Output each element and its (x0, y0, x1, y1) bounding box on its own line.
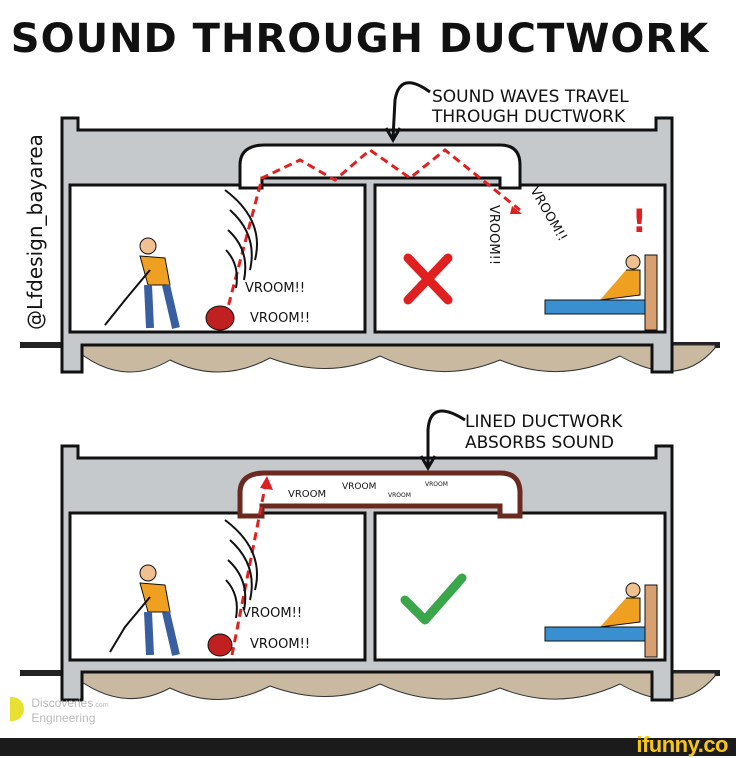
footer-brand: ifunny.co (636, 732, 728, 757)
sound-path (220, 148, 521, 331)
top-callout-line2: THROUGH DUCTWORK (431, 107, 626, 127)
watermark-line1-suffix: .com (93, 702, 109, 709)
duct-sound-label: VROOM (388, 492, 411, 499)
person-vacuuming-icon (109, 564, 233, 657)
ground (68, 672, 716, 700)
discoveries-logo-icon (10, 697, 24, 721)
footer-bar (0, 738, 736, 756)
watermark-line2: Engineering (31, 711, 96, 725)
sound-label: VROOM!! (245, 281, 305, 296)
sound-label: VROOM!! (242, 606, 302, 621)
author-credit: @Lfdesign_bayarea (23, 134, 47, 330)
red-x-icon (403, 253, 453, 305)
sound-label: VROOM!! (250, 637, 310, 652)
duct-sound-label: VROOM (425, 481, 448, 488)
lined-duct (237, 470, 523, 519)
duct-sound-label: VROOM (288, 489, 326, 500)
page-title: SOUND THROUGH DUCTWORK (11, 16, 710, 62)
duct (238, 143, 522, 190)
sound-label: VROOM!! (486, 205, 501, 265)
callout-pointer (384, 81, 431, 143)
bottom-callout-line1: LINED DUCTWORK (465, 412, 623, 432)
bottom-building: VROOM VROOM VROOM VROOM LINED DUCTWORK A… (20, 409, 720, 702)
ground (68, 344, 716, 373)
callout-pointer (419, 409, 466, 471)
sound-label: VROOM!! (250, 311, 310, 326)
top-callout-line1: SOUND WAVES TRAVEL (432, 87, 629, 107)
sound-waves-icon (224, 189, 258, 289)
duct-sound-label: VROOM (342, 482, 376, 492)
exclamation-mark: ! (632, 202, 647, 240)
top-building: SOUND WAVES TRAVEL THROUGH DUCTWORK VROO… (20, 81, 720, 374)
sound-path (230, 481, 268, 656)
bottom-callout-line2: ABSORBS SOUND (465, 433, 614, 453)
watermark-line1: Discoveries (31, 696, 94, 710)
person-relaxing-icon (544, 254, 658, 331)
person-vacuuming-icon (104, 237, 235, 331)
sound-waves-icon (224, 519, 258, 619)
green-check-icon (400, 573, 467, 625)
person-relaxing-icon (544, 582, 658, 658)
